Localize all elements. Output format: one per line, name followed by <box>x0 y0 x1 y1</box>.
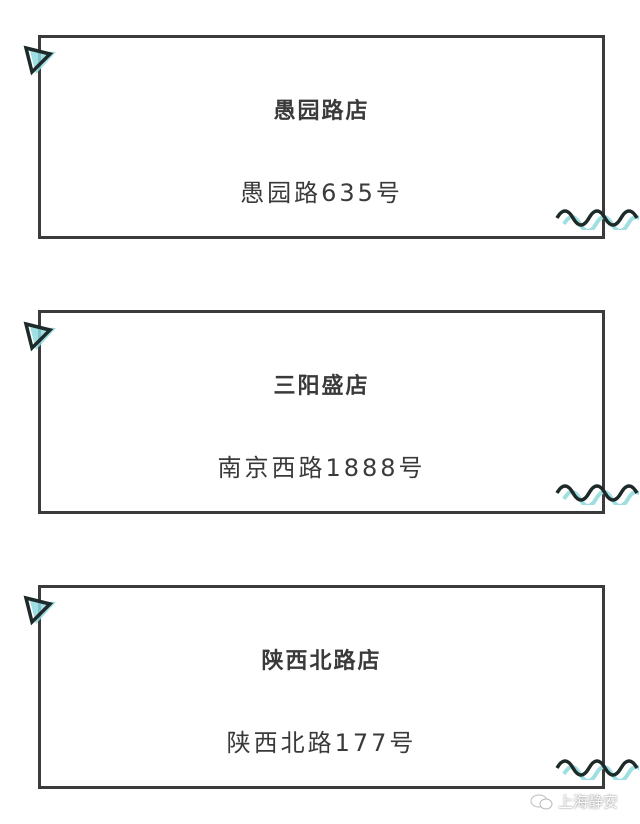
triangle-icon <box>23 595 56 626</box>
triangle-icon <box>23 45 56 76</box>
wave-icon <box>555 484 639 505</box>
store-address: 愚园路635号 <box>240 179 403 207</box>
store-name: 陕西北路店 <box>261 649 382 674</box>
store-name: 三阳盛店 <box>273 374 370 399</box>
wave-icon <box>555 759 639 780</box>
watermark-text: 上海静安 <box>557 793 618 811</box>
store-card-2: 三阳盛店 南京西路1888号 <box>38 310 605 514</box>
store-card-1: 愚园路店 愚园路635号 <box>38 35 605 239</box>
wechat-icon <box>530 794 553 809</box>
store-address: 陕西北路177号 <box>226 729 417 757</box>
triangle-icon <box>23 321 56 352</box>
wave-icon <box>555 209 639 230</box>
store-address: 南京西路1888号 <box>217 454 426 482</box>
watermark: 上海静安 <box>530 791 618 812</box>
store-card-3: 陕西北路店 陕西北路177号 <box>38 585 605 789</box>
store-name: 愚园路店 <box>273 99 370 124</box>
